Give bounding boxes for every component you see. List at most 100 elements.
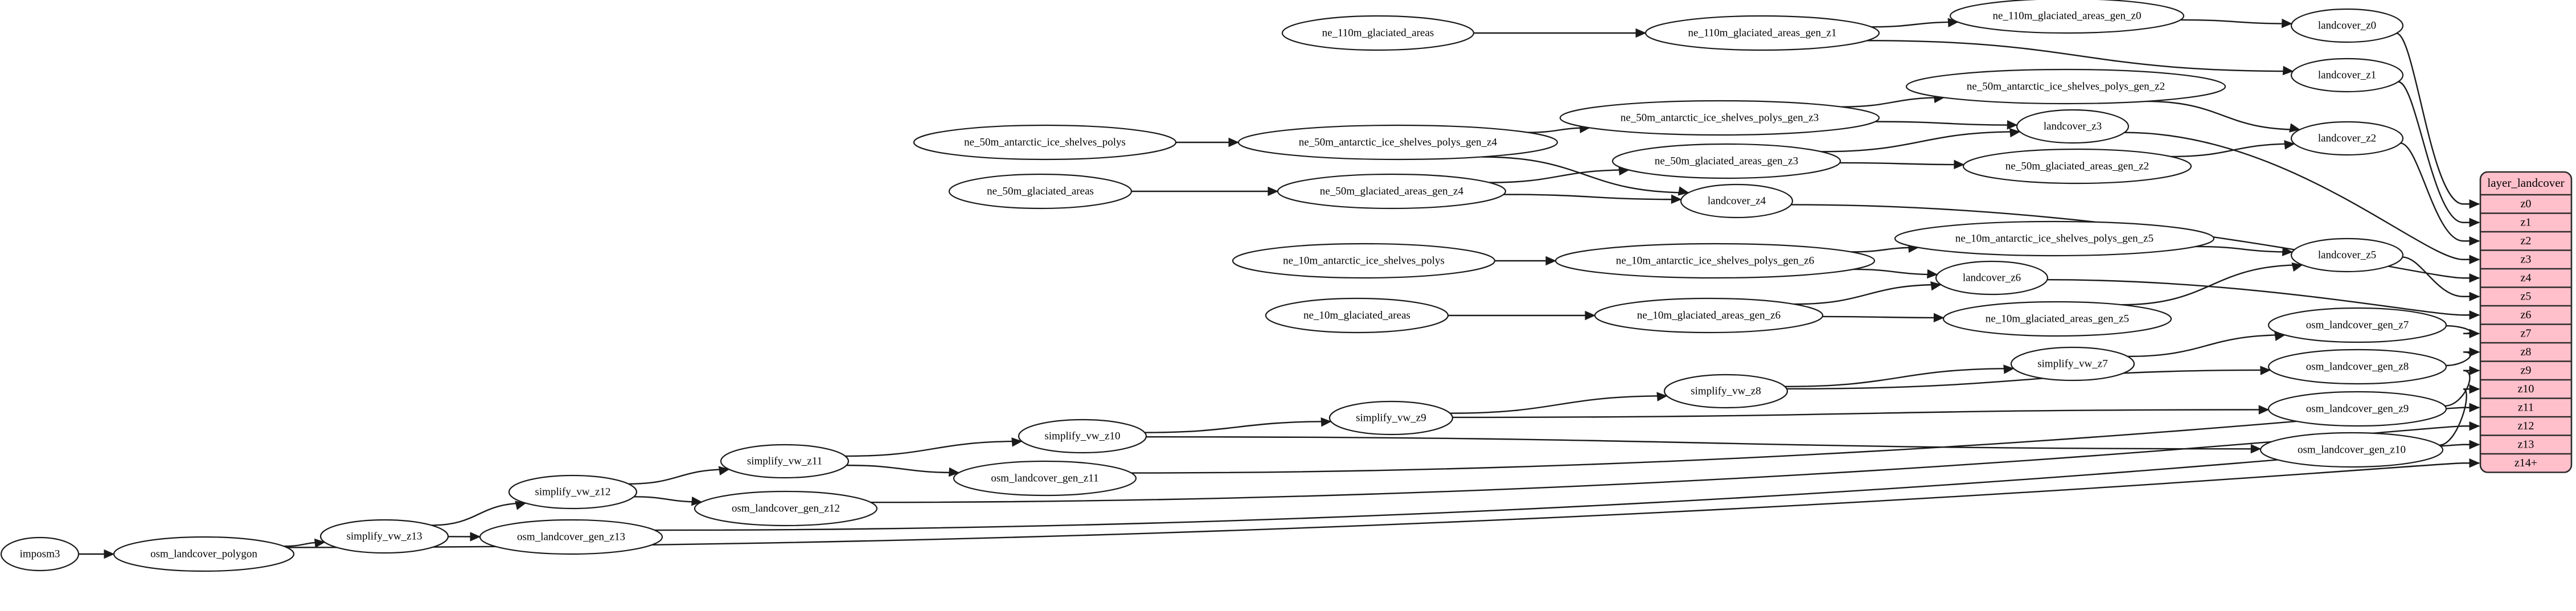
node-ne_110m_glaciated_areas_gen_z1[interactable]: ne_110m_glaciated_areas_gen_z1 — [1644, 15, 1880, 51]
node-label: ne_10m_glaciated_areas_gen_z6 — [1637, 309, 1781, 321]
edge — [2400, 142, 2479, 242]
node-osm_landcover_gen_z8[interactable]: osm_landcover_gen_z8 — [2267, 348, 2447, 385]
node-landcover_z1[interactable]: landcover_z1 — [2290, 58, 2404, 93]
edge — [286, 462, 2479, 548]
table-row-z12[interactable]: z12 — [2518, 420, 2534, 432]
node-osm_landcover_gen_z12[interactable]: osm_landcover_gen_z12 — [694, 490, 878, 527]
node-ne_50m_glaciated_areas[interactable]: ne_50m_glaciated_areas — [948, 173, 1133, 210]
node-landcover_z2[interactable]: landcover_z2 — [2290, 121, 2404, 156]
node-ellipse — [2290, 237, 2404, 273]
node-ne_50m_glaciated_areas_gen_z3[interactable]: ne_50m_glaciated_areas_gen_z3 — [1611, 143, 1841, 179]
edge-arrowhead — [2284, 140, 2295, 150]
edge-arrowhead — [515, 501, 527, 510]
edge — [634, 496, 702, 503]
table-row-z13[interactable]: z13 — [2518, 438, 2534, 450]
table-row-z2[interactable]: z2 — [2521, 235, 2532, 247]
node-label: ne_50m_glaciated_areas_gen_z2 — [2005, 160, 2149, 172]
edge — [2444, 370, 2479, 407]
node-label: ne_50m_glaciated_areas_gen_z3 — [1655, 155, 1798, 167]
node-osm_landcover_gen_z9[interactable]: osm_landcover_gen_z9 — [2267, 391, 2447, 427]
node-ne_10m_antarctic_ice_shelves_polys_gen_z5[interactable]: ne_10m_antarctic_ice_shelves_polys_gen_z… — [1894, 220, 2215, 257]
node-ne_10m_antarctic_ice_shelves_polys_gen_z6[interactable]: ne_10m_antarctic_ice_shelves_polys_gen_z… — [1554, 243, 1876, 279]
node-simplify_vw_z10[interactable]: simplify_vw_z10 — [1018, 419, 1147, 454]
node-ne_110m_glaciated_areas_gen_z0[interactable]: ne_110m_glaciated_areas_gen_z0 — [1949, 0, 2185, 34]
edge-arrowhead — [1677, 186, 1689, 196]
node-osm_landcover_polygon[interactable]: osm_landcover_polygon — [113, 536, 295, 572]
edge — [846, 464, 959, 474]
node-ellipse — [1237, 124, 1558, 161]
edge-arrowhead — [2469, 347, 2480, 357]
node-landcover_z4[interactable]: landcover_z4 — [1680, 183, 1794, 219]
node-landcover_z6[interactable]: landcover_z6 — [1935, 260, 2049, 296]
node-ellipse — [1281, 15, 1475, 51]
node-osm_landcover_gen_z10[interactable]: osm_landcover_gen_z10 — [2259, 432, 2444, 468]
node-ne_10m_glaciated_areas_gen_z5[interactable]: ne_10m_glaciated_areas_gen_z5 — [1942, 301, 2172, 337]
edge-arrowhead — [2009, 128, 2021, 138]
table-row-z10[interactable]: z10 — [2518, 383, 2534, 395]
node-ne_110m_glaciated_areas[interactable]: ne_110m_glaciated_areas — [1281, 15, 1475, 51]
edge-arrowhead — [1320, 417, 1332, 427]
node-landcover_z0[interactable]: landcover_z0 — [2290, 8, 2404, 43]
node-label: ne_50m_antarctic_ice_shelves_polys — [964, 136, 1126, 148]
node-ne_50m_antarctic_ice_shelves_polys_gen_z2[interactable]: ne_50m_antarctic_ice_shelves_polys_gen_z… — [1905, 68, 2226, 105]
node-label: simplify_vw_z13 — [347, 530, 423, 542]
node-imposm3[interactable]: imposm3 — [0, 536, 80, 572]
node-osm_landcover_gen_z13[interactable]: osm_landcover_gen_z13 — [479, 519, 663, 555]
edge-arrowhead — [1228, 137, 1240, 147]
node-ellipse — [1232, 243, 1496, 279]
edge — [2402, 256, 2479, 297]
edge-arrowhead — [2469, 366, 2480, 376]
edge — [1785, 367, 2014, 388]
node-ne_10m_antarctic_ice_shelves_polys[interactable]: ne_10m_antarctic_ice_shelves_polys — [1232, 243, 1496, 279]
node-simplify_vw_z7[interactable]: simplify_vw_z7 — [2010, 346, 2135, 382]
node-simplify_vw_z11[interactable]: simplify_vw_z11 — [720, 444, 850, 479]
node-simplify_vw_z13[interactable]: simplify_vw_z13 — [319, 519, 449, 554]
node-label: landcover_z6 — [1963, 272, 2021, 284]
edge-arrowhead — [2469, 255, 2480, 265]
node-landcover_z3[interactable]: landcover_z3 — [2016, 109, 2130, 144]
node-ne_50m_glaciated_areas_gen_z2[interactable]: ne_50m_glaciated_areas_gen_z2 — [1962, 148, 2192, 184]
edge-arrowhead — [1268, 186, 1279, 196]
edge-arrowhead — [2258, 405, 2270, 415]
table-row-z0[interactable]: z0 — [2521, 198, 2532, 210]
table-row-z5[interactable]: z5 — [2521, 290, 2532, 302]
node-simplify_vw_z9[interactable]: simplify_vw_z9 — [1328, 400, 1454, 436]
node-ne_50m_antarctic_ice_shelves_polys_gen_z3[interactable]: ne_50m_antarctic_ice_shelves_polys_gen_z… — [1559, 100, 1880, 136]
edge-arrowhead — [2281, 18, 2292, 28]
edge-arrowhead — [2007, 120, 2018, 130]
edge — [1871, 21, 1958, 28]
node-ellipse — [1611, 143, 1841, 179]
edge-arrowhead — [2250, 444, 2262, 454]
node-label: landcover_z2 — [2318, 132, 2376, 144]
table-row-z8[interactable]: z8 — [2521, 346, 2532, 358]
edge-arrowhead — [2469, 199, 2480, 209]
node-simplify_vw_z8[interactable]: simplify_vw_z8 — [1663, 374, 1789, 409]
table-row-z6[interactable]: z6 — [2521, 309, 2532, 321]
node-osm_landcover_gen_z7[interactable]: osm_landcover_gen_z7 — [2267, 307, 2447, 343]
table-row-z1[interactable]: z1 — [2521, 216, 2532, 228]
node-ne_50m_glaciated_areas_gen_z4[interactable]: ne_50m_glaciated_areas_gen_z4 — [1277, 173, 1507, 210]
node-simplify_vw_z12[interactable]: simplify_vw_z12 — [508, 474, 638, 510]
node-ellipse — [1554, 243, 1876, 279]
node-ne_50m_antarctic_ice_shelves_polys[interactable]: ne_50m_antarctic_ice_shelves_polys — [913, 124, 1177, 161]
node-ellipse — [1942, 301, 2172, 337]
edge — [431, 502, 526, 526]
node-ne_10m_glaciated_areas_gen_z6[interactable]: ne_10m_glaciated_areas_gen_z6 — [1594, 297, 1824, 334]
edge — [2121, 264, 2303, 306]
table-row-z14+[interactable]: z14+ — [2515, 457, 2537, 469]
table-row-z7[interactable]: z7 — [2521, 327, 2532, 339]
node-ne_50m_antarctic_ice_shelves_polys_gen_z4[interactable]: ne_50m_antarctic_ice_shelves_polys_gen_z… — [1237, 124, 1558, 161]
table-row-z4[interactable]: z4 — [2521, 272, 2532, 284]
node-ne_10m_glaciated_areas[interactable]: ne_10m_glaciated_areas — [1265, 297, 1449, 334]
table-row-z3[interactable]: z3 — [2521, 253, 2532, 265]
node-label: osm_landcover_gen_z10 — [2298, 444, 2406, 456]
table-row-z9[interactable]: z9 — [2521, 364, 2532, 376]
node-label: landcover_z3 — [2044, 120, 2102, 132]
node-landcover_z5[interactable]: landcover_z5 — [2290, 237, 2404, 273]
node-ellipse — [948, 173, 1133, 210]
node-ellipse — [1328, 400, 1454, 436]
node-osm_landcover_gen_z11[interactable]: osm_landcover_gen_z11 — [953, 460, 1137, 497]
table-row-z11[interactable]: z11 — [2518, 401, 2534, 413]
node-ellipse — [1265, 297, 1449, 334]
node-ellipse — [479, 519, 663, 555]
